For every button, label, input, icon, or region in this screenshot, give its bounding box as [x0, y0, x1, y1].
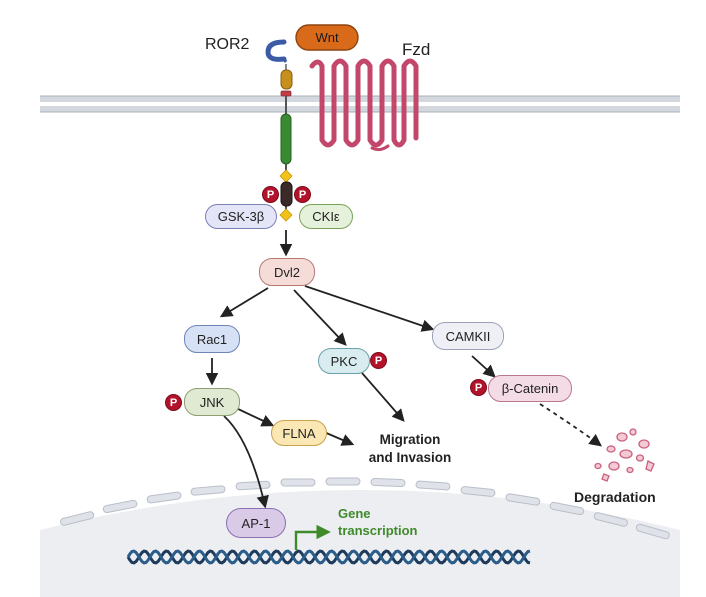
wnt-ligand-shape — [295, 24, 359, 51]
arrow-camkii-to-bcatenin — [471, 355, 496, 378]
phospho-badge-receptor-left: P — [262, 186, 279, 203]
arrow-bcatenin-to-degradation — [539, 403, 603, 447]
migration-line-1: Migration — [379, 432, 441, 447]
arrow-dvl2-to-rac1 — [219, 287, 269, 318]
flna-node: FLNA — [271, 420, 327, 446]
phospho-badge-bcatenin: P — [470, 379, 487, 396]
ap1-node: AP-1 — [226, 508, 286, 538]
wnt-label: Wnt — [315, 30, 339, 45]
pkc-node: PKC — [318, 348, 370, 374]
rac1-node: Rac1 — [184, 325, 240, 353]
arrow-dvl2-to-camkii — [304, 285, 435, 332]
arrow-flna-to-migration — [323, 431, 355, 446]
arrow-jnk-to-ap1 — [223, 415, 269, 509]
phospho-badge-pkc: P — [370, 352, 387, 369]
pathway-arrows — [205, 230, 603, 509]
fzd-label: Fzd — [402, 40, 431, 59]
phospho-badge-receptor-right: P — [294, 186, 311, 203]
gene-line-1: Gene — [338, 506, 371, 521]
nucleus — [40, 477, 680, 597]
gene-line-2: transcription — [338, 523, 418, 538]
arrow-dvl2-to-pkc — [293, 289, 347, 346]
nuclear-envelope-segments — [60, 477, 670, 540]
gene-transcription-label: Gene transcription — [338, 505, 417, 539]
degradation-fragments-icon — [594, 428, 655, 482]
gene-transcription-arrow — [294, 524, 331, 550]
arrow-jnk-to-flna — [235, 407, 275, 427]
migration-invasion-label: Migration and Invasion — [360, 431, 460, 467]
fzd-seven-transmembrane-icon — [309, 58, 419, 152]
arrow-pkc-to-migration — [361, 372, 405, 422]
camkii-node: CAMKII — [432, 322, 504, 350]
migration-line-2: and Invasion — [368, 450, 452, 465]
phospho-badge-jnk: P — [165, 394, 182, 411]
dvl2-node: Dvl2 — [259, 258, 315, 286]
gsk3b-node: GSK-3β — [205, 204, 277, 229]
dna-helix-icon — [126, 549, 531, 565]
cki-node: CKIε — [299, 204, 353, 229]
ror2-receptor-icon — [265, 39, 293, 222]
ror2-label: ROR2 — [205, 36, 250, 53]
bcatenin-node: β-Catenin — [488, 375, 572, 402]
degradation-label: Degradation — [574, 489, 656, 505]
jnk-node: JNK — [184, 388, 240, 416]
